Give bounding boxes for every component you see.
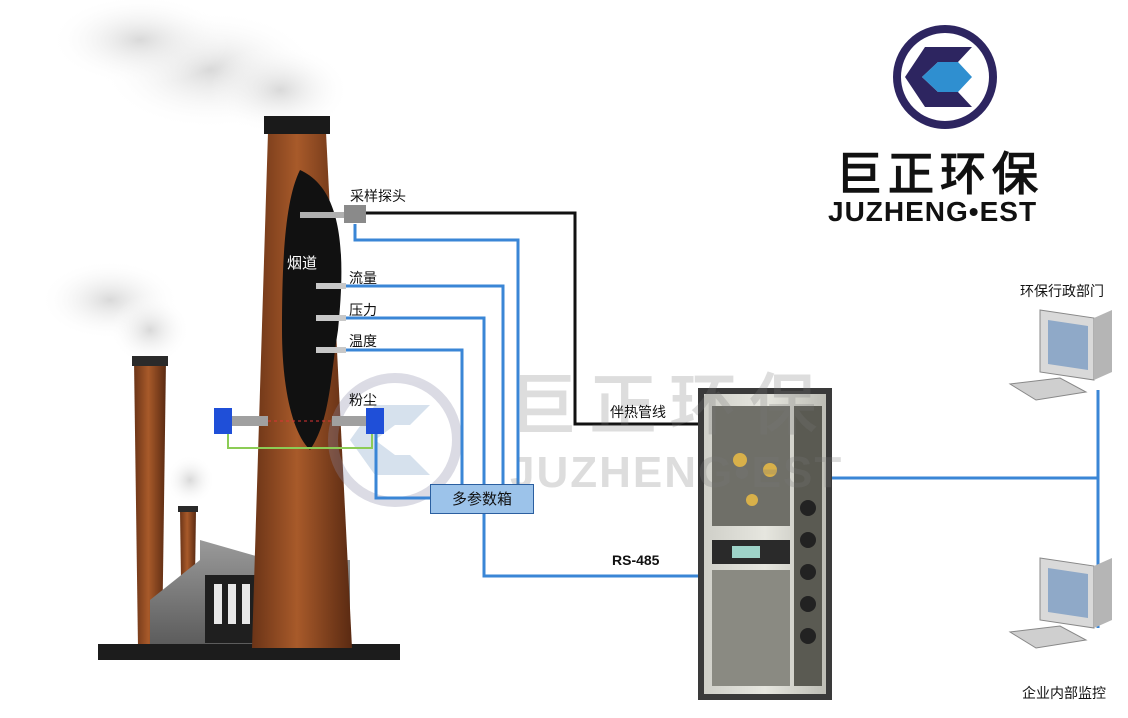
pressure-label: 压力: [349, 303, 377, 319]
brand-logo-icon: [893, 25, 997, 129]
sensor-probes: [316, 283, 346, 353]
multi-param-box: 多参数箱: [430, 484, 534, 514]
flue-label: 烟道: [287, 254, 318, 272]
main-chimney: [252, 116, 352, 648]
computer-icon: [1008, 557, 1112, 649]
brand-name-cn: 巨正环保: [836, 147, 1044, 201]
rs485-label: RS-485: [612, 552, 660, 568]
sampling-probe-icon: [300, 205, 366, 223]
heated-sample-line: [366, 211, 705, 426]
dust-meter-icon: [214, 408, 384, 434]
cems-cabinet: [698, 388, 832, 700]
signal-lines: [345, 224, 1100, 628]
internal-monitoring-label: 企业内部监控: [1022, 686, 1106, 702]
environmental-agency-label: 环保行政部门: [1020, 284, 1104, 300]
watermark-brand-en: JUZHENG•EST: [510, 448, 844, 497]
heated-line-label: 伴热管线: [610, 405, 666, 421]
dust-label: 粉尘: [349, 393, 377, 409]
temperature-label: 温度: [349, 334, 377, 350]
dust-meter-link: [227, 432, 373, 449]
flow-label: 流量: [349, 271, 377, 287]
smoke-plume: [40, 0, 350, 505]
watermark-brand-cn: 巨正环保: [510, 366, 830, 444]
computer-icon: [1008, 309, 1112, 401]
sampling-probe-label: 采样探头: [350, 189, 406, 205]
brand-name-en: JUZHENG•EST: [828, 196, 1038, 227]
